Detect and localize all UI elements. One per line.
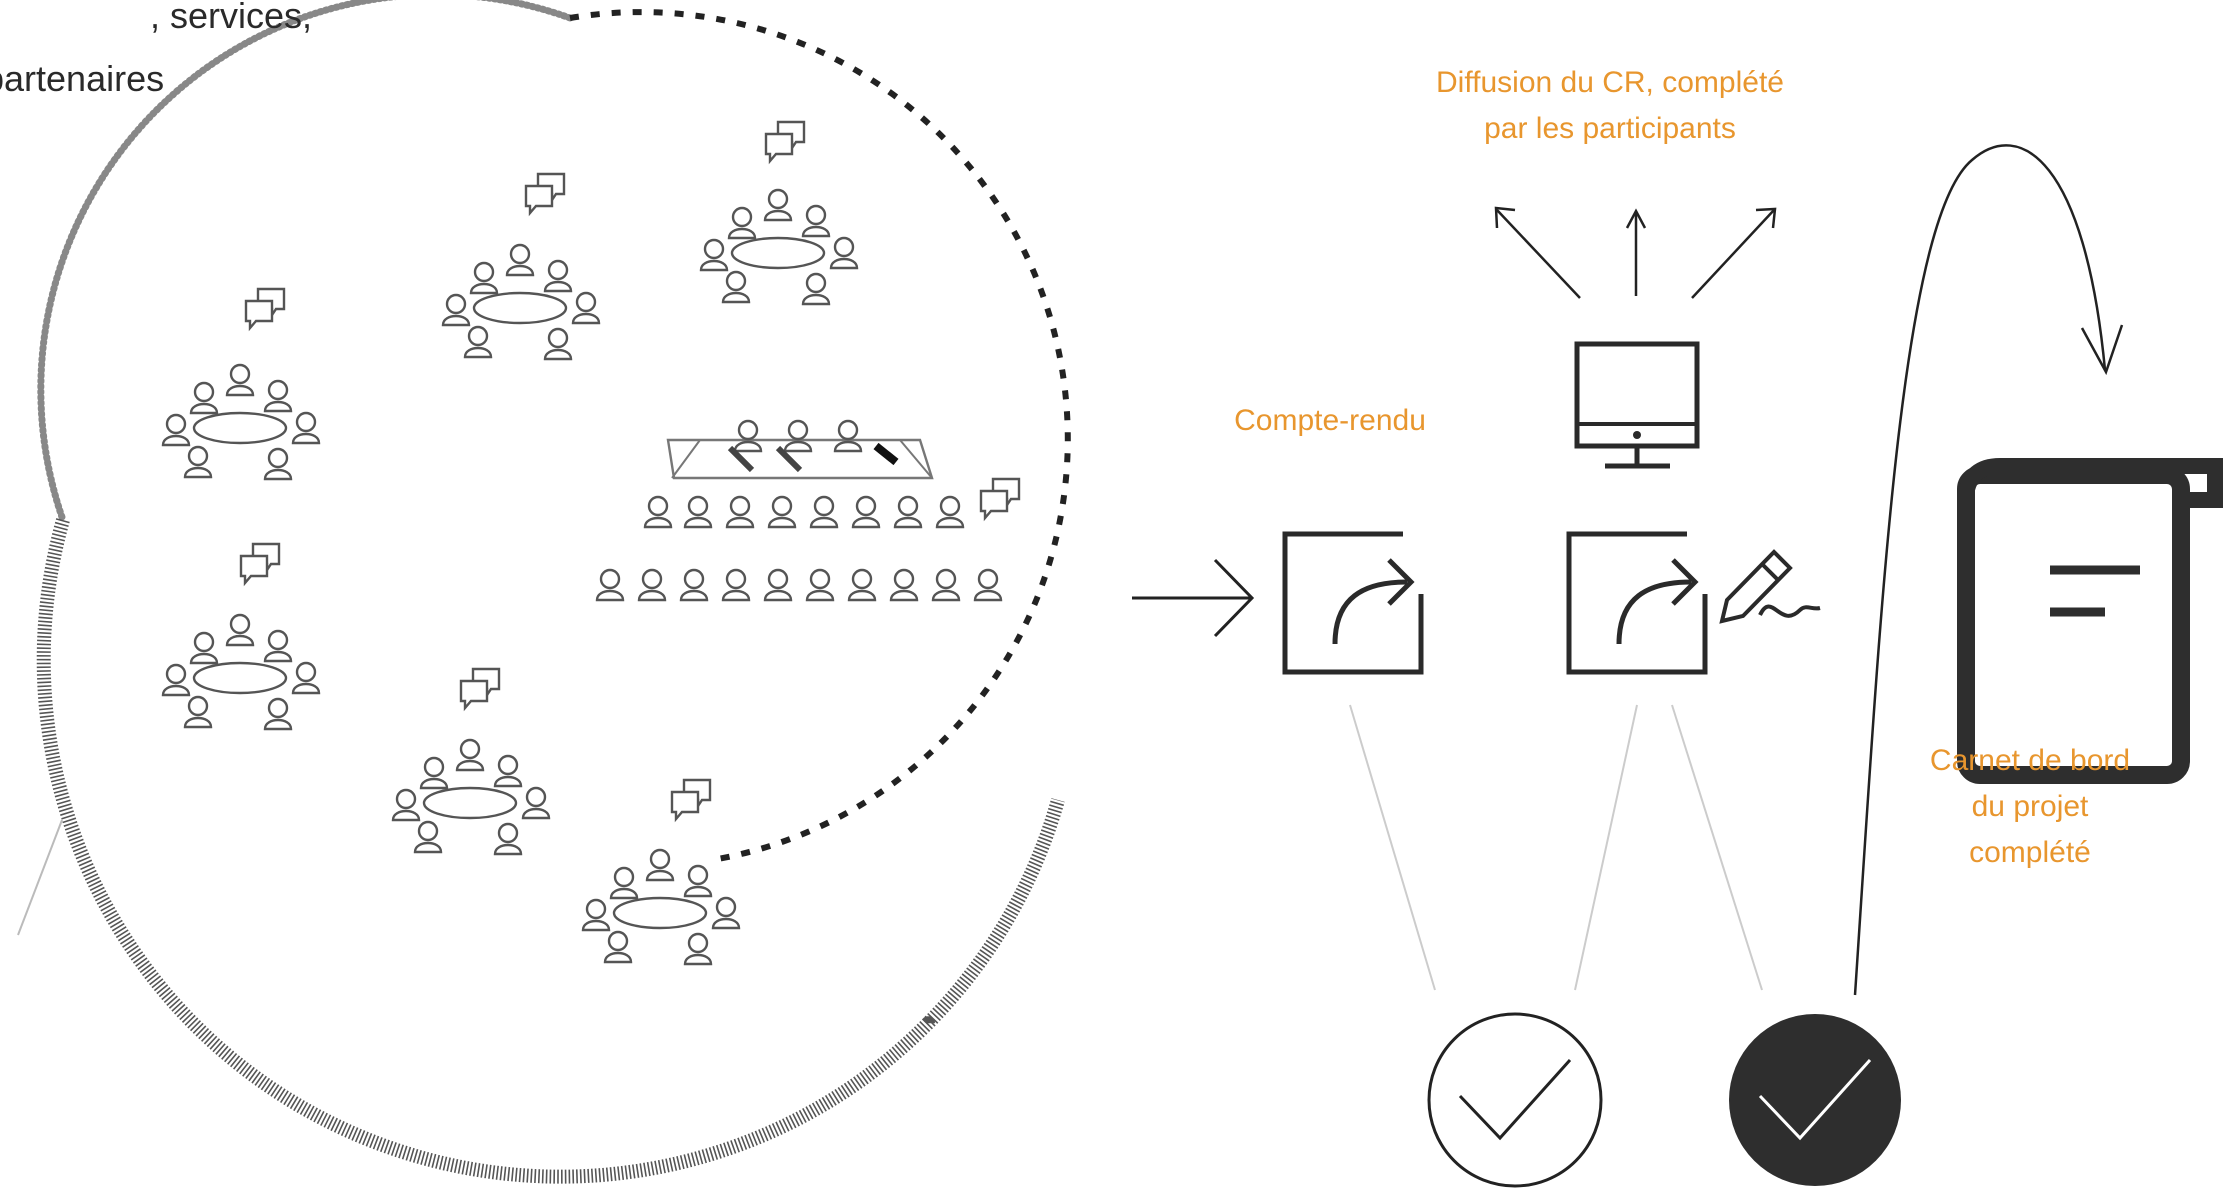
label-diffusion-1: Diffusion du CR, complété [1436,66,1784,99]
check-circle-filled-icon [1729,1014,1901,1186]
label-carnet-1: Carnet de bord [1929,744,2131,777]
meeting-group-2 [443,245,599,359]
label-partenaires: partenaires [0,58,165,99]
speech-bubbles-icon [459,667,501,710]
speech-bubbles-icon [764,120,806,163]
label-diffusion-2: par les participants [1484,112,1736,145]
meeting-group-1 [163,365,319,479]
speech-bubbles-icon [979,477,1021,520]
label-services: , services, [150,0,313,36]
label-carnet-2: du projet [1971,790,2089,823]
label-carnet-3: complété [1969,836,2091,869]
pen-sign-icon [1719,549,1821,624]
meeting-group-4 [163,615,319,729]
speech-bubbles-icon [670,778,712,821]
check-circle-outline-icon [1427,1012,1603,1188]
book-icon [1957,458,2223,784]
faint-connectors [1349,704,1763,991]
arrow-to-book [1853,144,2124,996]
speech-bubbles-icon [524,172,566,215]
monitor-icon [1574,341,1700,469]
arrow-to-compte-rendu [1132,558,1255,638]
circle-arc-hatched-bottom [36,518,1065,1184]
label-compte-rendu: Compte-rendu [1234,404,1426,437]
audience-row-1 [643,495,965,529]
diffusion-arrows [1494,206,1777,299]
audience-row-2 [595,568,1003,602]
document-share-icon [1285,534,1421,672]
meeting-group-3 [701,190,857,304]
document-share-icon [1569,534,1705,672]
plenary-stage [666,419,934,480]
meeting-group-6 [583,850,739,964]
speech-bubbles-icon [239,542,281,585]
faint-connector-left [17,819,63,936]
meeting-group-5 [393,740,549,854]
speech-bubbles-icon [244,287,286,330]
circle-arc-dotted-left [37,0,574,524]
circle-arc-dashed-right [569,9,1071,863]
